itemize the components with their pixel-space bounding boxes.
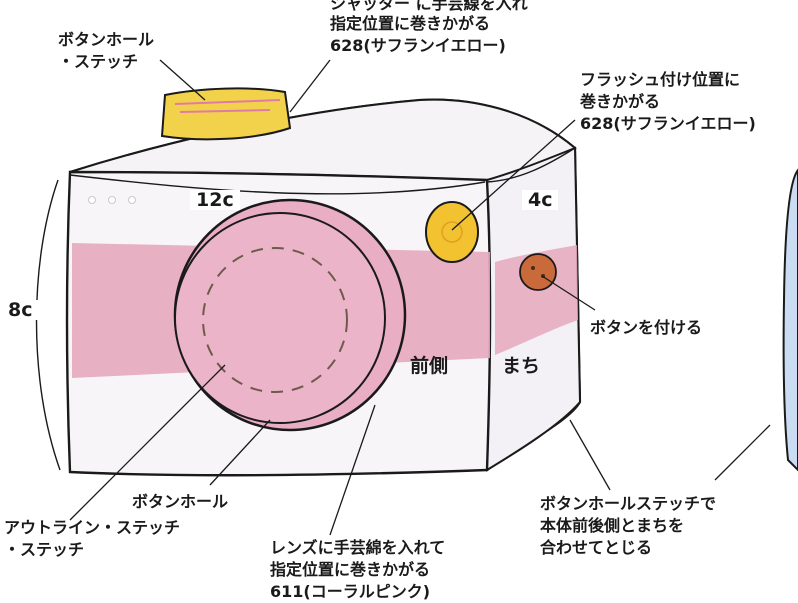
buttonhole-top-line1: ボタンホール: [58, 30, 155, 49]
buttonhole-lens-label: ボタンホール: [132, 492, 229, 511]
gusset-pink-band: [495, 245, 578, 355]
closing-label-line2: 本体前後側とまちを: [540, 516, 685, 535]
lens-label-line2: 指定位置に巻きかがる: [270, 560, 431, 579]
shutter-label-line2: 指定位置に巻きかがる: [330, 14, 491, 33]
front-label: 前側: [410, 355, 449, 377]
depth-dimension: 4c: [522, 190, 559, 210]
gusset-label: まち: [502, 355, 541, 377]
shutter-label-line1: シャッター に手芸線を入れ: [330, 0, 528, 13]
next-item-edge: [782, 168, 798, 472]
attach-button-label: ボタンを付ける: [590, 318, 703, 337]
outline-label-line2: ・ステッチ: [4, 540, 85, 559]
top-panel: [69, 98, 577, 182]
flash-label-line1: フラッシュ付け位置に: [580, 70, 741, 89]
lens-label-line3: 611(コーラルピンク): [270, 582, 431, 601]
shutter-button-icon: [160, 87, 292, 141]
closing-label-line3: 合わせてとじる: [540, 538, 653, 557]
closing-label-line1: ボタンホールステッチで: [540, 494, 717, 513]
outline-label-line1: アウトライン・ステッチ: [4, 518, 181, 537]
width-dimension: 12c: [190, 190, 240, 210]
flash-label-line3: 628(サフランイエロー): [580, 114, 756, 133]
height-dimension: 8c: [2, 300, 39, 320]
buttonhole-top-line2: ・ステッチ: [58, 52, 139, 71]
flash-icon: [425, 201, 479, 263]
button-icon: [519, 253, 557, 291]
flash-label-line2: 巻きかがる: [580, 92, 661, 111]
lens-icon: [173, 198, 407, 432]
lens-label-line1: レンズに手芸綿を入れて: [270, 538, 446, 557]
shutter-label-line3: 628(サフランイエロー): [330, 36, 506, 55]
